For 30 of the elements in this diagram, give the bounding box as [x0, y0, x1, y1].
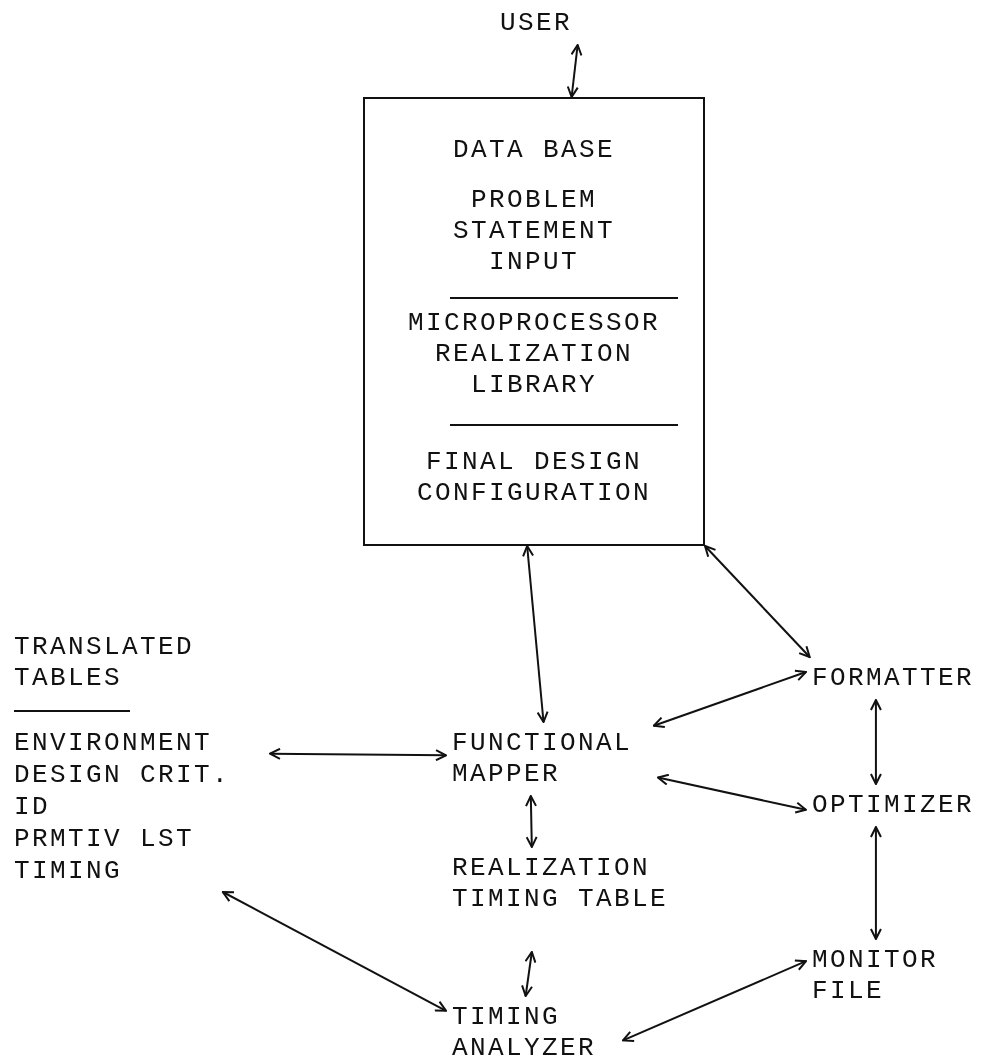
table-entry: ID [14, 792, 50, 823]
node-label: USER [500, 8, 590, 39]
data-base-box [363, 97, 705, 546]
node-label: FORMATTER [812, 663, 984, 694]
double-arrow [525, 795, 538, 848]
double-arrow [704, 545, 811, 658]
table-entry: DESIGN CRIT. [14, 760, 231, 791]
node-label: REALIZATION TIMING TABLE [452, 853, 672, 946]
section-text: FINAL DESIGN CONFIGURATION [415, 447, 652, 509]
box-heading: TRANSLATED TABLES [14, 632, 196, 694]
double-arrow [652, 669, 807, 729]
double-arrow [622, 959, 807, 1042]
table-entry: PRMTIV LST [14, 824, 195, 855]
node-label: TIMING ANALYZER [452, 1002, 617, 1063]
double-arrow [566, 44, 583, 98]
section-text: PROBLEM STATEMENT INPUT [452, 185, 616, 278]
double-arrow [657, 773, 807, 814]
node-label: MONITOR FILE [812, 945, 952, 1007]
double-arrow [221, 891, 447, 1012]
node-label: OPTIMIZER [812, 790, 984, 821]
double-arrow [869, 699, 882, 785]
node-label: FUNCTIONAL MAPPER [452, 728, 652, 790]
double-arrow [522, 545, 549, 723]
box-heading: DATA BASE [452, 135, 616, 166]
table-entry: TIMING [14, 856, 122, 887]
double-arrow [869, 826, 882, 940]
table-entry: ENVIRONMENT [14, 728, 213, 759]
section-text: MICROPROCESSOR REALIZATION LIBRARY [406, 308, 661, 401]
double-arrow [269, 747, 447, 762]
double-arrow [521, 951, 537, 997]
